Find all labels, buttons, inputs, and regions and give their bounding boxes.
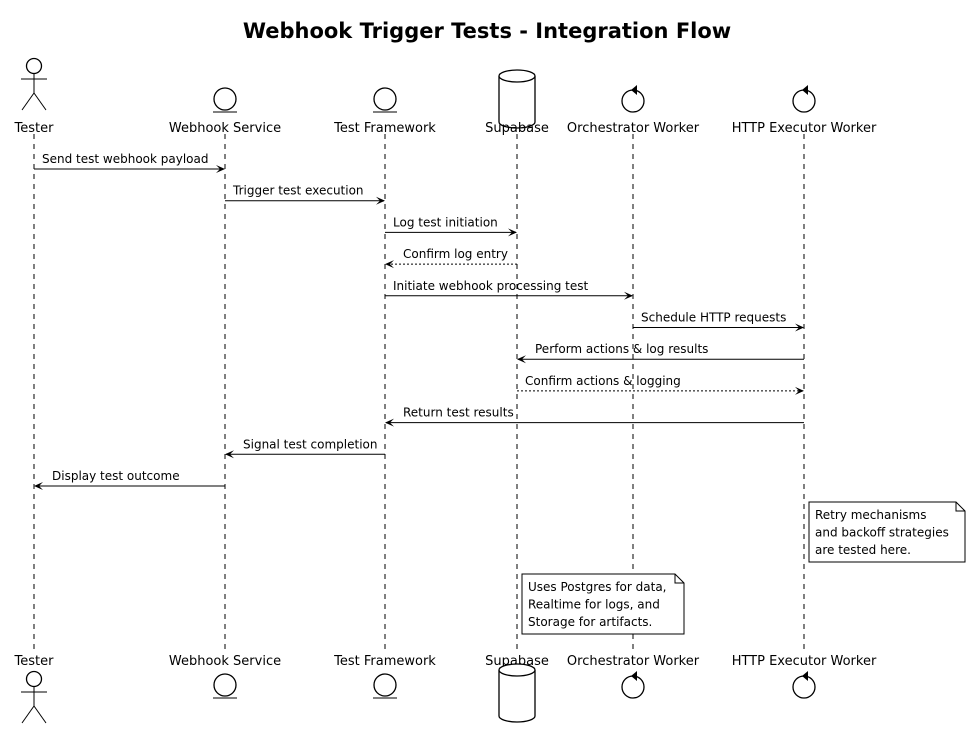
participant-label-bottom-tester: Tester [14,654,55,669]
note-line: are tested here. [815,543,911,557]
participants-top: Tester Webhook Service Test Framework Supab… [14,57,877,136]
webhook-icon-top [213,87,237,113]
participant-label-bottom-supabase: Supabase [485,654,549,669]
http-icon-top [792,85,816,113]
arrowhead [795,323,804,332]
message-11: Display test outcome [34,469,225,490]
participants-bottom: Tester Webhook Service Test Framework Supab… [14,654,877,724]
note-line: and backoff strategies [815,526,949,540]
arrowhead [34,482,43,490]
arrowhead [517,355,526,364]
message-label: Perform actions & log results [535,342,708,356]
arrowhead [385,418,394,427]
note-line: Storage for artifacts. [528,615,652,629]
note-supabase: Uses Postgres for data, Realtime for logs… [521,573,685,635]
message-6: Schedule HTTP requests [633,311,804,332]
arrowhead [216,165,225,173]
message-label: Schedule HTTP requests [641,311,786,325]
participant-label-bottom-http: HTTP Executor Worker [732,654,877,669]
message-3: Log test initiation [385,215,517,237]
note-http: Retry mechanisms and backoff strategies ar… [808,501,966,563]
participant-label-bottom-orchestrator: Orchestrator Worker [567,654,700,669]
message-label: Confirm log entry [403,247,508,261]
message-1: Send test webhook payload [34,152,225,173]
lifelines [33,134,805,653]
message-8: Confirm actions & logging [517,374,804,395]
arrowhead [385,260,394,269]
tester-icon-top [21,57,47,111]
diagram-title: Webhook Trigger Tests - Integration Flow [243,19,731,43]
orchestrator-icon-top [621,85,645,113]
note-line: Retry mechanisms [815,508,927,522]
participant-label-http: HTTP Executor Worker [732,121,877,136]
participant-label-webhook: Webhook Service [169,121,281,136]
message-label: Log test initiation [393,215,498,229]
orchestrator-icon-bottom [621,671,645,699]
message-10: Signal test completion [225,437,385,459]
participant-label-framework: Test Framework [333,121,436,136]
participant-label-supabase: Supabase [485,121,549,136]
notes: Retry mechanisms and backoff strategies ar… [521,501,966,635]
message-2: Trigger test execution [225,184,385,205]
arrowhead [225,450,234,459]
message-label: Display test outcome [52,469,180,483]
supabase-icon-top [498,69,536,129]
message-label: Send test webhook payload [42,152,208,166]
message-label: Trigger test execution [232,184,364,198]
message-label: Signal test completion [243,437,377,451]
participant-label-bottom-framework: Test Framework [333,654,436,669]
note-line: Realtime for logs, and [528,598,660,612]
arrowhead [376,196,385,205]
message-9: Return test results [385,406,804,427]
arrowhead [795,386,804,395]
arrowhead [624,291,633,300]
participant-label-orchestrator: Orchestrator Worker [567,121,700,136]
framework-icon-bottom [373,673,397,699]
supabase-icon-bottom [498,663,536,723]
participant-label-tester: Tester [14,121,55,136]
message-4: Confirm log entry [385,247,517,269]
webhook-icon-bottom [213,673,237,699]
framework-icon-top [373,87,397,113]
note-line: Uses Postgres for data, [528,580,667,594]
message-label: Initiate webhook processing test [393,279,588,293]
arrowhead [508,228,517,237]
message-5: Initiate webhook processing test [385,279,633,300]
http-icon-bottom [792,671,816,699]
message-label: Return test results [403,406,514,420]
participant-label-bottom-webhook: Webhook Service [169,654,281,669]
tester-icon-bottom [21,670,47,724]
message-7: Perform actions & log results [517,342,804,364]
message-label: Confirm actions & logging [525,374,681,388]
